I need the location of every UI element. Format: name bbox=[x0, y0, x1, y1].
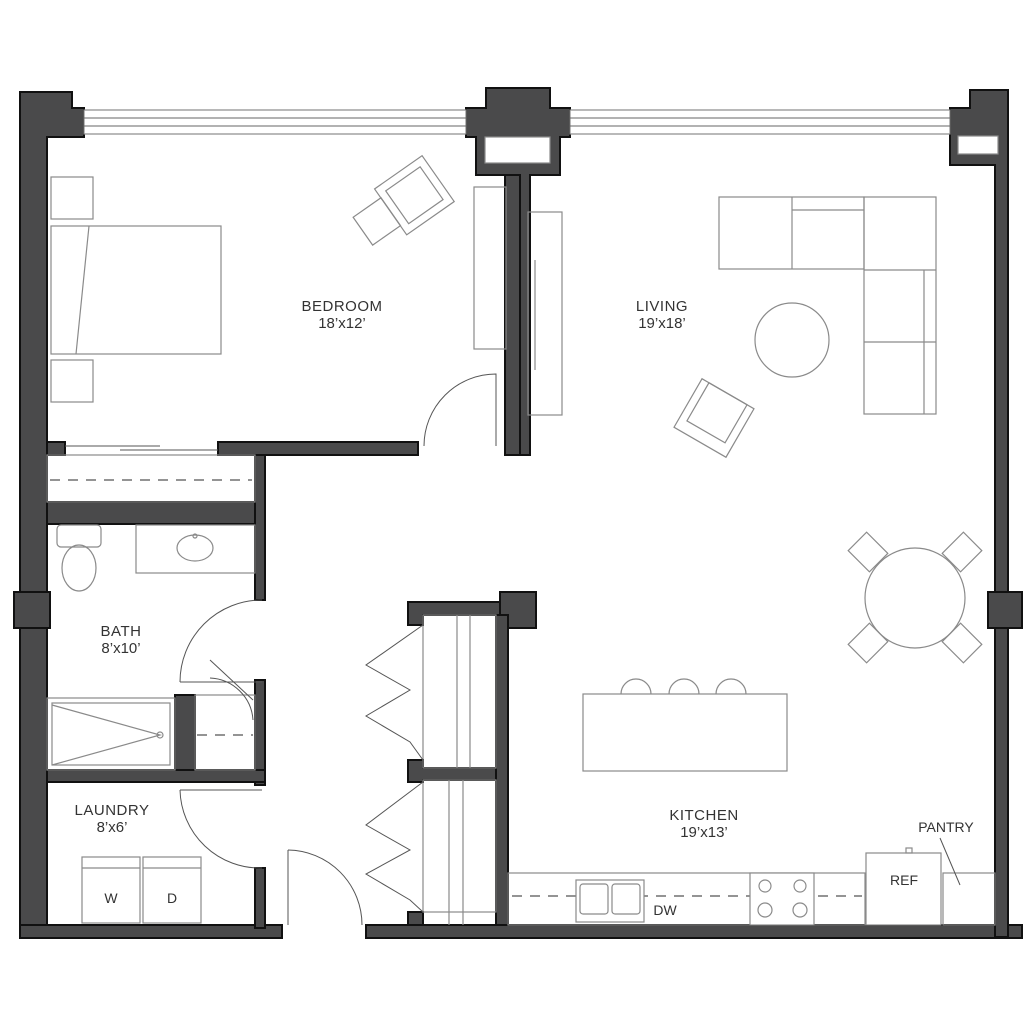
refrigerator bbox=[865, 852, 942, 926]
hall-closet-2 bbox=[422, 779, 497, 913]
toilet-bowl bbox=[61, 544, 97, 592]
laundry-name: LAUNDRY bbox=[75, 802, 150, 819]
dining-set bbox=[847, 531, 983, 664]
bath-fixtures bbox=[46, 524, 256, 771]
washer bbox=[81, 856, 141, 924]
coffee-table bbox=[754, 302, 830, 378]
laundry-fixtures bbox=[81, 856, 202, 924]
living-name: LIVING bbox=[636, 298, 688, 315]
pantry-leader-line bbox=[939, 837, 961, 886]
closet-bottom-stub bbox=[407, 911, 424, 926]
vanity bbox=[135, 524, 256, 574]
kitchen-name: KITCHEN bbox=[669, 807, 738, 824]
bath-door bbox=[179, 599, 263, 683]
dishwasher-label: DW bbox=[653, 902, 677, 918]
dining-table bbox=[864, 547, 966, 649]
center-column-opening bbox=[484, 136, 551, 164]
shower bbox=[46, 697, 176, 771]
hall-closet-1 bbox=[422, 614, 497, 769]
sofa-chaise bbox=[863, 196, 937, 415]
bedroom-east-wall bbox=[504, 174, 521, 456]
bedroom-window bbox=[83, 109, 467, 135]
shower-side-wall bbox=[174, 694, 196, 776]
bedroom-furniture bbox=[50, 154, 507, 403]
living-armchair bbox=[673, 377, 755, 459]
bedroom-size: 18’x12’ bbox=[318, 315, 366, 332]
east-column bbox=[987, 591, 1023, 629]
closet-bottom-wall bbox=[46, 501, 266, 525]
bath-size: 8’x10’ bbox=[101, 640, 140, 657]
kitchen-west-wall bbox=[495, 614, 509, 926]
closet-east-wall bbox=[254, 454, 266, 601]
closet-bifold-door bbox=[365, 624, 424, 761]
linen-door bbox=[209, 677, 254, 721]
entry-door bbox=[287, 849, 363, 926]
east-column-opening bbox=[957, 135, 999, 155]
stool bbox=[620, 678, 652, 695]
west-column bbox=[13, 591, 51, 629]
east-wall bbox=[949, 89, 1009, 938]
kitchen-sink bbox=[575, 879, 645, 923]
nightstand-top bbox=[50, 176, 94, 220]
pantry-cabinet bbox=[942, 872, 996, 926]
pantry-label: PANTRY bbox=[918, 819, 974, 835]
kitchen-island bbox=[582, 693, 788, 772]
stool bbox=[715, 678, 747, 695]
dresser bbox=[473, 186, 507, 350]
bedroom-south-wall bbox=[217, 441, 419, 456]
bedroom-name: BEDROOM bbox=[301, 298, 382, 315]
closet-top-wall bbox=[407, 601, 501, 626]
south-wall-west bbox=[19, 924, 283, 939]
media-console bbox=[527, 211, 563, 416]
living-furniture bbox=[527, 196, 937, 459]
walls bbox=[13, 87, 1023, 939]
bedroom-closet bbox=[46, 454, 256, 503]
dryer bbox=[142, 856, 202, 924]
bedroom-armchair bbox=[373, 154, 456, 236]
bedroom-door bbox=[423, 373, 497, 447]
kitchen-size: 19’x13’ bbox=[680, 824, 728, 841]
kitchen-counter bbox=[507, 872, 866, 926]
closets bbox=[46, 454, 497, 925]
laundry-size: 8’x6’ bbox=[97, 819, 128, 836]
south-wall-east bbox=[365, 924, 1023, 939]
sink bbox=[176, 534, 214, 562]
laundry-door bbox=[179, 789, 263, 869]
closet-divider-wall bbox=[407, 759, 497, 783]
washer-label: W bbox=[104, 890, 118, 906]
labels: BEDROOM 18’x12’ LIVING 19’x18’ BATH 8’x1… bbox=[75, 298, 975, 918]
living-window bbox=[569, 109, 951, 135]
range bbox=[749, 872, 815, 926]
refrigerator-label: REF bbox=[890, 872, 918, 888]
stool bbox=[668, 678, 700, 695]
bath-south-wall bbox=[46, 769, 266, 783]
nightstand-bottom bbox=[50, 359, 94, 403]
bedroom-south-wall-west bbox=[46, 441, 66, 456]
laundry-east-wall bbox=[254, 867, 266, 929]
doors bbox=[65, 373, 497, 926]
bed bbox=[50, 225, 222, 355]
bath-name: BATH bbox=[101, 623, 142, 640]
living-size: 19’x18’ bbox=[638, 315, 686, 332]
toilet-tank bbox=[56, 524, 102, 548]
kitchen-fixtures bbox=[507, 678, 996, 926]
windows bbox=[83, 109, 951, 135]
linen-closet bbox=[194, 694, 256, 771]
closet-bifold-door bbox=[364, 781, 424, 913]
bedroom-ottoman bbox=[352, 196, 402, 246]
dryer-label: D bbox=[167, 890, 177, 906]
